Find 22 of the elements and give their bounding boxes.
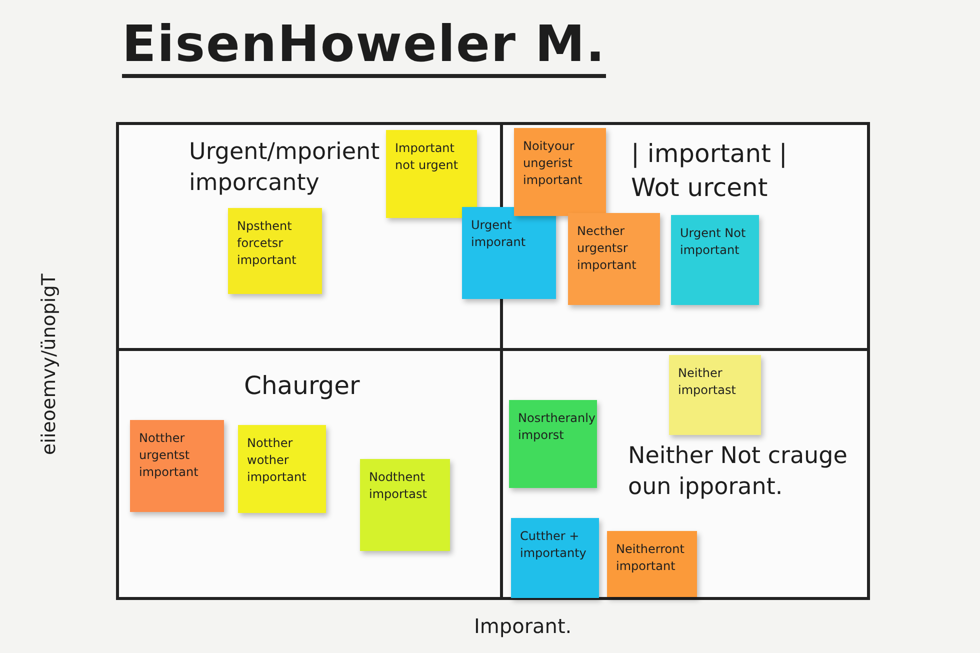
axis-label: Imporant. <box>474 614 572 638</box>
sticky-note: Nodthent importast <box>360 459 450 551</box>
matrix-quadrant <box>116 348 503 600</box>
board-title: EisenHoweler M. <box>122 14 606 78</box>
sticky-note: Noityour ungerist important <box>514 128 606 216</box>
sticky-note: Notther wother important <box>238 425 326 513</box>
quadrant-heading: Neither Not crauge oun ipporant. <box>628 442 848 502</box>
axis-label: eiieoemvy/ünopigT <box>38 272 60 455</box>
quadrant-heading: | important | Wot urcent <box>631 138 788 204</box>
sticky-note: Important not urgent <box>386 130 477 218</box>
sticky-note: Nosrtheranly imporst <box>509 400 597 488</box>
sticky-note: Notther urgentst important <box>130 420 224 512</box>
quadrant-heading: Urgent/mporient imporcanty <box>189 138 379 198</box>
sticky-note: Necther urgentsr important <box>568 213 660 305</box>
sticky-note: Urgent Not important <box>671 215 759 305</box>
sticky-note: Urgent imporant <box>462 207 556 299</box>
sticky-note: Neitherront important <box>607 531 697 597</box>
sticky-note: Neither importast <box>669 355 761 435</box>
quadrant-heading: Chaurger <box>244 370 361 402</box>
sticky-note: Npsthent forcetsr important <box>228 208 322 294</box>
sticky-note: Cutther + importanty <box>511 518 599 598</box>
matrix-quadrant <box>500 348 870 600</box>
